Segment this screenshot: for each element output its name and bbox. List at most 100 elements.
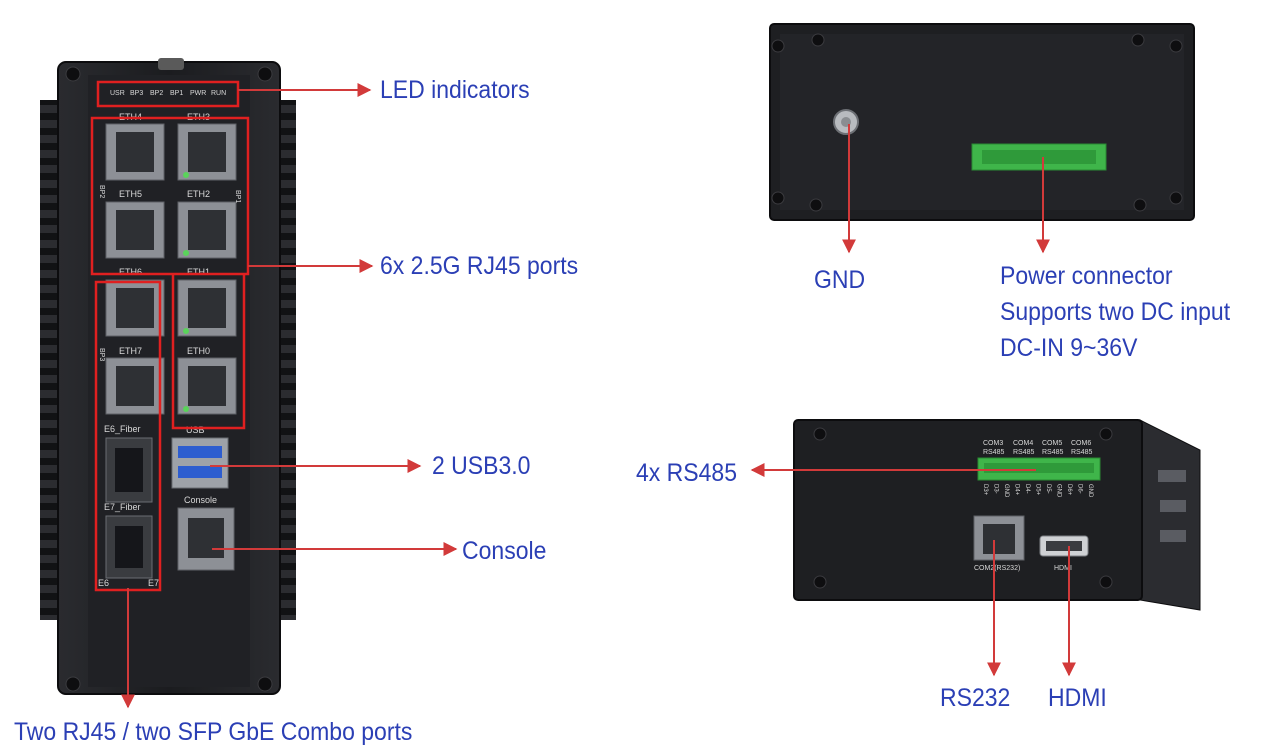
link-led [183, 328, 189, 334]
screw [1133, 198, 1147, 212]
screw [65, 676, 81, 692]
sfp-cage [115, 448, 143, 492]
rj45-jack [188, 210, 226, 250]
callout-led-indicators: LED indicators [380, 76, 530, 104]
callout-power-line3: DC-IN 9~36V [1000, 334, 1138, 362]
console-jack [188, 518, 224, 558]
screw [1131, 33, 1145, 47]
rj45-highlight-box-lower [171, 274, 246, 430]
com-label: COM5 [1042, 440, 1062, 447]
rj45-jack [188, 132, 226, 172]
top-device [769, 23, 1195, 221]
pin-label: GND [1087, 484, 1093, 498]
screw [65, 66, 81, 82]
port-label-eth2: ETH2 [187, 189, 210, 199]
led-label: BP2 [150, 90, 163, 97]
e6-fiber-label: E6_Fiber [104, 424, 141, 434]
link-led [183, 406, 189, 412]
e7-fiber-label: E7_Fiber [104, 502, 141, 512]
side-port [1160, 500, 1186, 512]
pin-label: D4+ [1014, 484, 1020, 496]
port-label-eth5: ETH5 [119, 189, 142, 199]
rear-side-panel [1139, 419, 1201, 611]
pin-label: D6- [1077, 484, 1083, 494]
com-label: COM3 [983, 440, 1003, 447]
hdmi-socket [1046, 541, 1082, 551]
console-port-group: Console [177, 495, 235, 571]
com-type-label: RS485 [1013, 449, 1035, 456]
callout-rj45-ports: 6x 2.5G RJ45 ports [380, 252, 579, 280]
callout-gnd: GND [814, 266, 866, 294]
screw [1099, 575, 1113, 589]
usb-port-upper[interactable] [178, 446, 222, 458]
front-device: USR BP3 BP2 BP1 PWR RUN ETH4 ETH3 ETH5 E… [40, 58, 296, 695]
rj45-port-grid: ETH4 ETH3 ETH5 ETH2 ETH6 ETH1 ETH7 ETH0 [98, 112, 241, 415]
led-row: USR BP3 BP2 BP1 PWR RUN [110, 90, 226, 97]
led-highlight-box [96, 80, 240, 108]
screw [771, 191, 785, 205]
sfp-cage [115, 526, 143, 568]
bp2-label: BP2 [98, 185, 105, 198]
rear-arrows [750, 463, 1076, 677]
e7-label: E7 [148, 578, 159, 588]
callout-rs232: RS232 [940, 684, 1011, 712]
callout-rs485: 4x RS485 [636, 459, 738, 487]
front-arrows [121, 83, 458, 709]
e6-label: E6 [98, 578, 109, 588]
terminal-slots [982, 150, 1096, 164]
screw [1169, 39, 1183, 53]
rj45-jack [116, 210, 154, 250]
screw [257, 676, 273, 692]
com2-jack [983, 524, 1015, 554]
screw [811, 33, 825, 47]
screw [257, 66, 273, 82]
console-label: Console [184, 495, 217, 505]
usb-port-lower[interactable] [178, 466, 222, 478]
led-label: BP1 [170, 90, 183, 97]
screw [813, 427, 827, 441]
rj45-jack [188, 366, 226, 406]
hdmi-port-label: HDMI [1054, 565, 1072, 572]
link-led [183, 172, 189, 178]
sfp-ports: E6_Fiber E7_Fiber E6 E7 [98, 424, 159, 588]
rj45-jack [116, 132, 154, 172]
com-label: COM6 [1071, 440, 1091, 447]
pin-label: D3- [993, 484, 999, 494]
port-label-eth7: ETH7 [119, 346, 142, 356]
side-port [1160, 530, 1186, 542]
com-type-label: RS485 [983, 449, 1005, 456]
led-label: USR [110, 90, 125, 97]
rear-body [793, 419, 1143, 601]
screw [1099, 427, 1113, 441]
pin-label: D6+ [1066, 484, 1072, 496]
rear-device: COM3 RS485 COM4 RS485 COM5 RS485 COM6 RS… [793, 419, 1201, 611]
pin-label: GND [1056, 484, 1062, 498]
ground-nub [158, 58, 184, 70]
port-label-eth6: ETH6 [119, 267, 142, 277]
top-arrows [842, 124, 1050, 254]
com-type-label: RS485 [1071, 449, 1093, 456]
callout-usb: 2 USB3.0 [432, 452, 531, 480]
pin-label: D3+ [982, 484, 988, 496]
side-port [1158, 470, 1186, 482]
pin-label: D4- [1024, 484, 1030, 494]
port-label-eth1: ETH1 [187, 267, 210, 277]
led-label: PWR [190, 90, 206, 97]
usb-ports: USB [171, 425, 229, 489]
screw [771, 39, 785, 53]
pin-label: D5- [1045, 484, 1051, 494]
pin-label: D5+ [1035, 484, 1041, 496]
screw [809, 198, 823, 212]
callout-hdmi: HDMI [1048, 684, 1107, 712]
link-led [183, 250, 189, 256]
callout-console: Console [462, 537, 547, 565]
bp3-label: BP3 [98, 348, 105, 361]
terminal-slots [984, 463, 1094, 473]
led-label: BP3 [130, 90, 143, 97]
callout-combo-ports: Two RJ45 / two SFP GbE Combo ports [14, 718, 413, 746]
rj45-jack [188, 288, 226, 328]
com-label: COM4 [1013, 440, 1033, 447]
com2-label: COM2(RS232) [974, 565, 1020, 572]
